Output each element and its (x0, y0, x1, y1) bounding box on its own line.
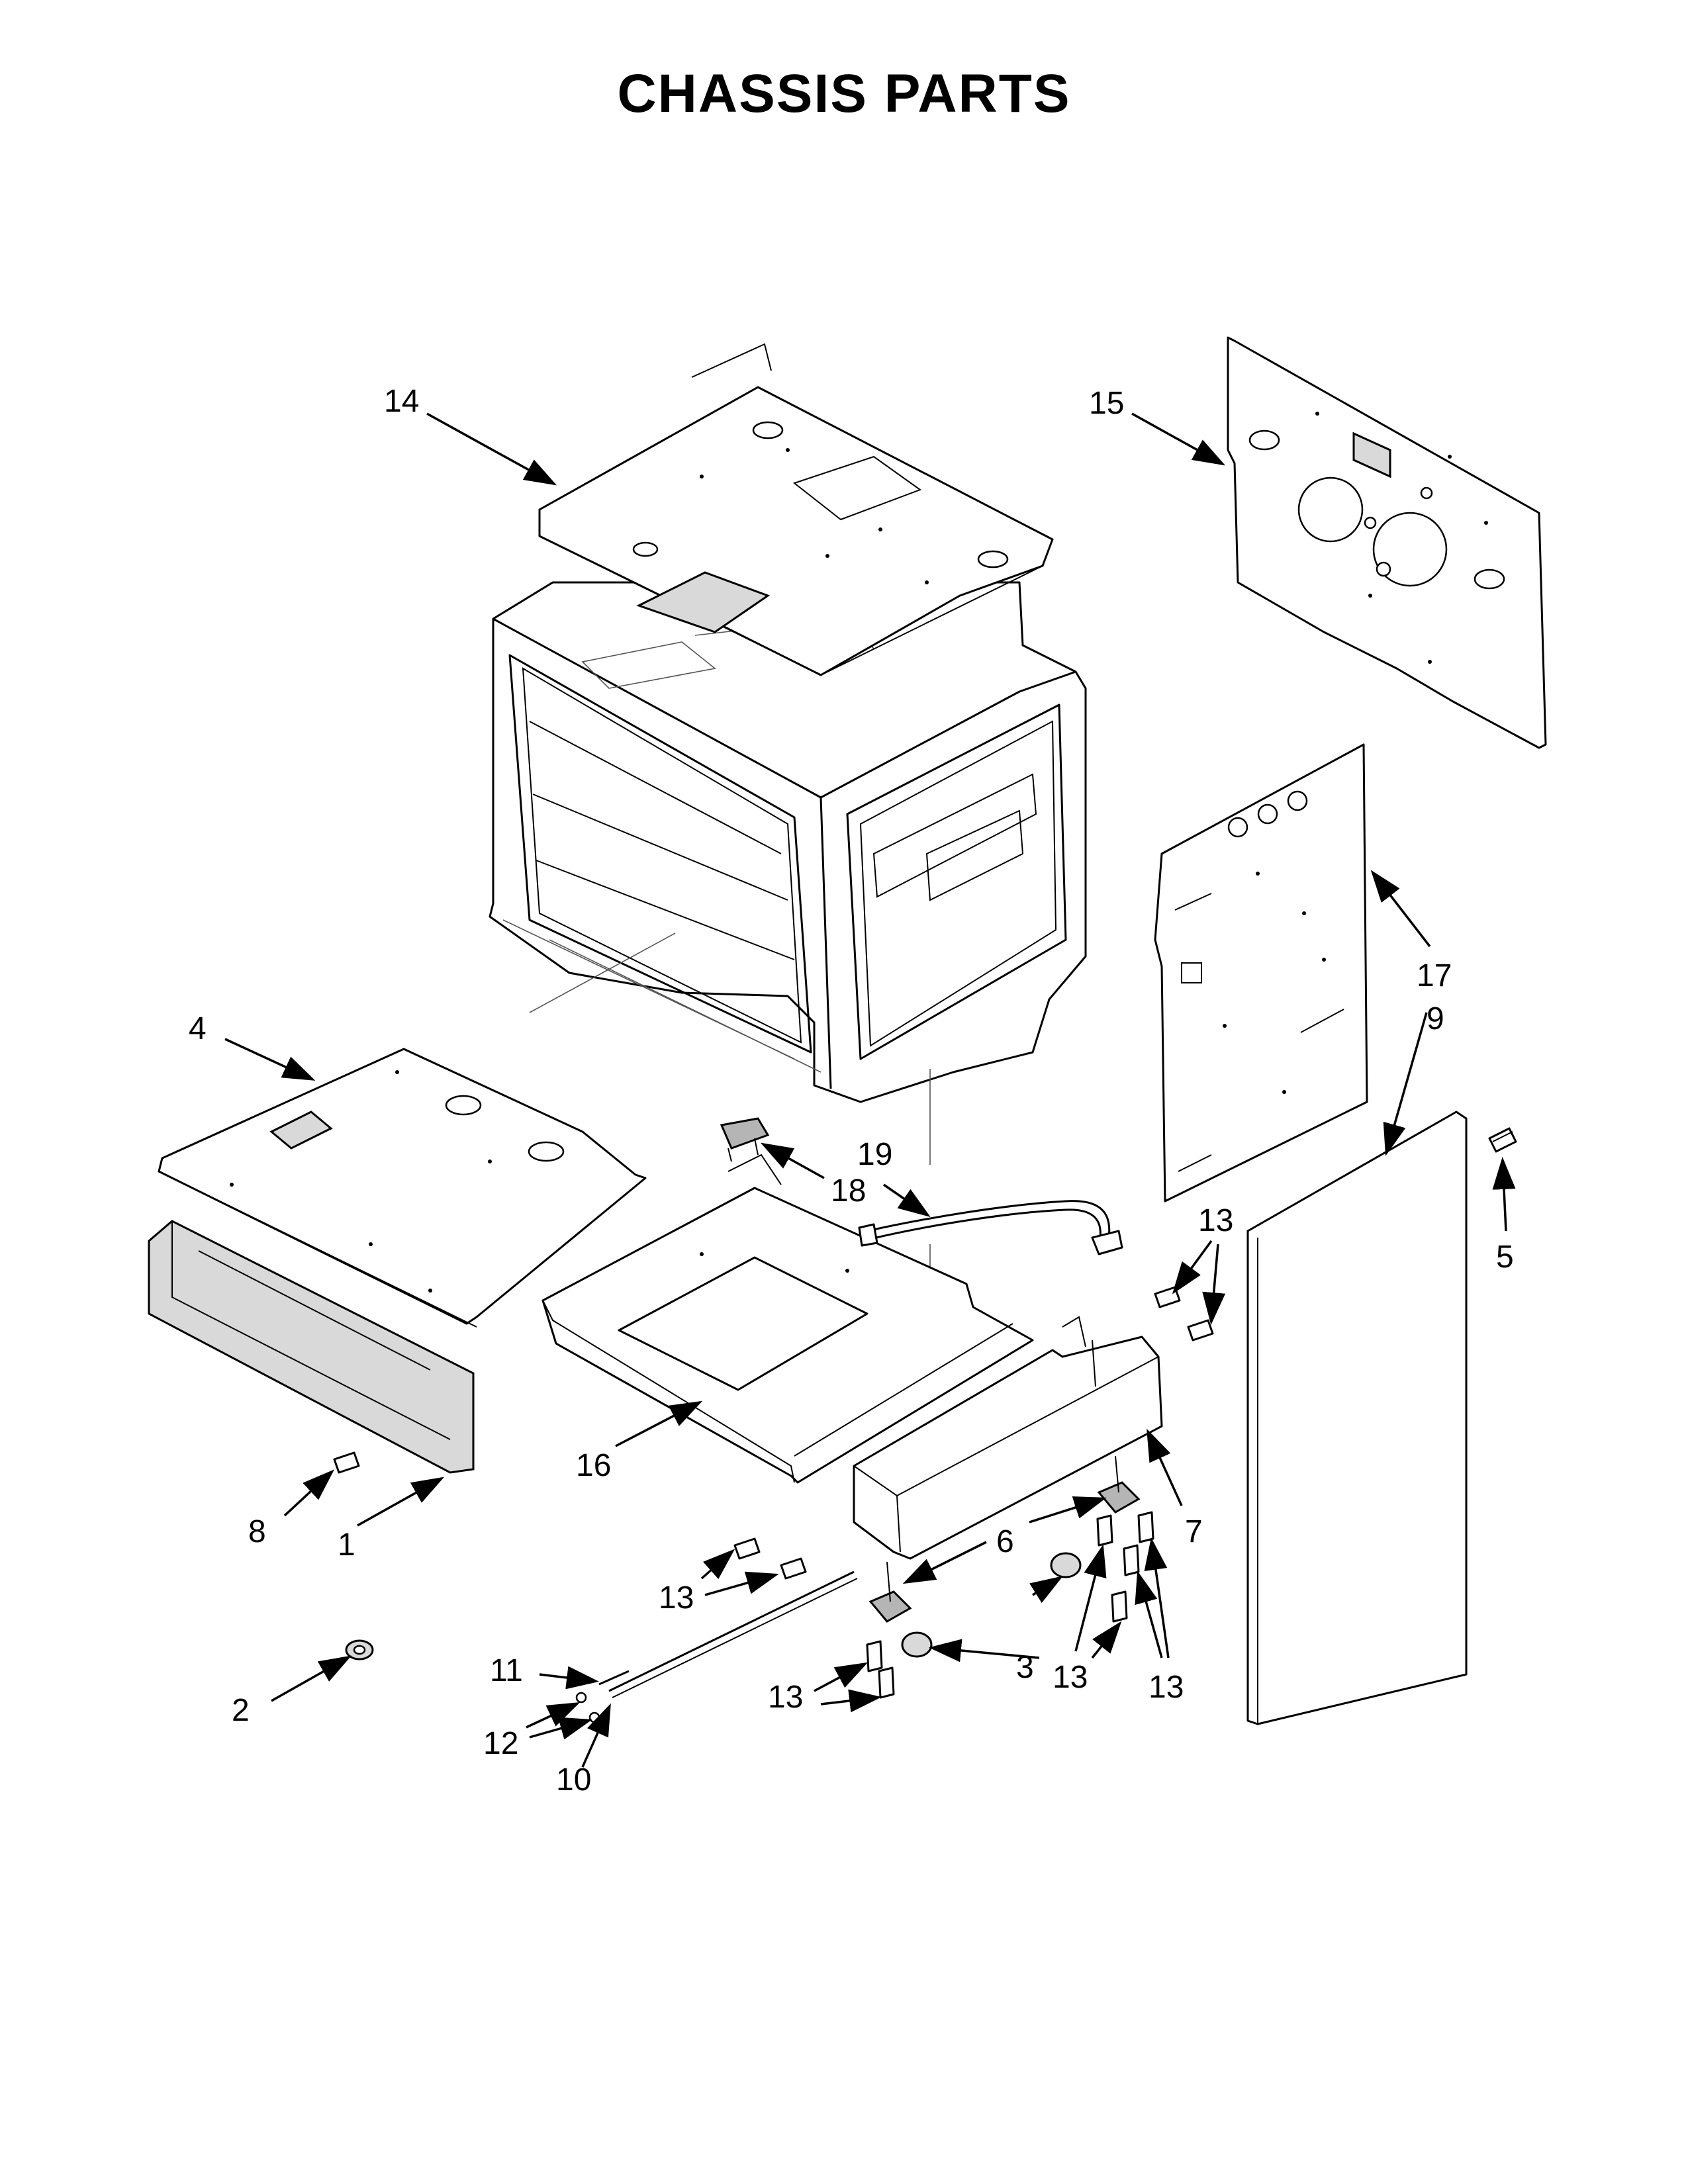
callout-4: 4 (189, 1011, 207, 1046)
part-18-terminal-block (720, 1117, 770, 1162)
callout-18: 18 (831, 1173, 866, 1208)
callout-8: 8 (248, 1514, 266, 1549)
part-3-leg-caps (901, 1552, 1082, 1658)
callout-3-lower: 3 (1016, 1650, 1034, 1685)
part-12-clips (575, 1692, 600, 1723)
callout-arrows (224, 412, 1516, 1768)
callout-labels: 14 15 4 17 9 19 18 5 13 16 7 8 1 6 13 3 … (189, 384, 1514, 1797)
callout-1: 1 (338, 1527, 355, 1563)
oven-cavity (489, 581, 1087, 1297)
callout-16: 16 (576, 1448, 611, 1483)
callout-13-upper-right: 13 (1198, 1203, 1233, 1238)
callout-19: 19 (857, 1137, 892, 1172)
part-14-top-panel (538, 343, 1054, 676)
part-8-screw (333, 1451, 360, 1474)
part-5-screw (1488, 1127, 1517, 1153)
callout-13-center-left: 13 (659, 1580, 694, 1615)
callout-9: 9 (1427, 1001, 1444, 1036)
callout-15: 15 (1089, 386, 1124, 421)
part-6-leveling-legs (868, 1455, 1141, 1623)
part-1-kick-plate (148, 1220, 475, 1474)
part-19-tube (858, 1200, 1123, 1255)
callout-11: 11 (490, 1653, 523, 1688)
part-16-bottom-pan (541, 1154, 1034, 1484)
callout-13-lower-center: 13 (1053, 1660, 1088, 1695)
callout-17: 17 (1417, 958, 1452, 993)
part-15-back-panel (1227, 336, 1547, 749)
callout-13-lower-right: 13 (1149, 1670, 1184, 1705)
diagram-title: CHASSIS PARTS (617, 64, 1071, 124)
part-17-side-panel (1154, 743, 1368, 1203)
callout-12: 12 (483, 1726, 518, 1761)
callout-5: 5 (1496, 1240, 1514, 1275)
callout-10: 10 (556, 1762, 591, 1797)
part-10-rod (608, 1570, 858, 1698)
callout-14: 14 (384, 384, 419, 419)
callout-2: 2 (232, 1693, 250, 1728)
part-7-bracket (853, 1316, 1163, 1560)
callout-7: 7 (1185, 1514, 1203, 1549)
callout-6: 6 (996, 1524, 1014, 1559)
callout-13-lower-left: 13 (768, 1680, 803, 1715)
part-4-bottom-panel (158, 1048, 647, 1328)
part-9-side-trim (1246, 1111, 1468, 1725)
part-2-grommet (345, 1639, 374, 1661)
part-11-pin (598, 1670, 630, 1686)
part-13-screws (733, 1286, 1214, 1699)
